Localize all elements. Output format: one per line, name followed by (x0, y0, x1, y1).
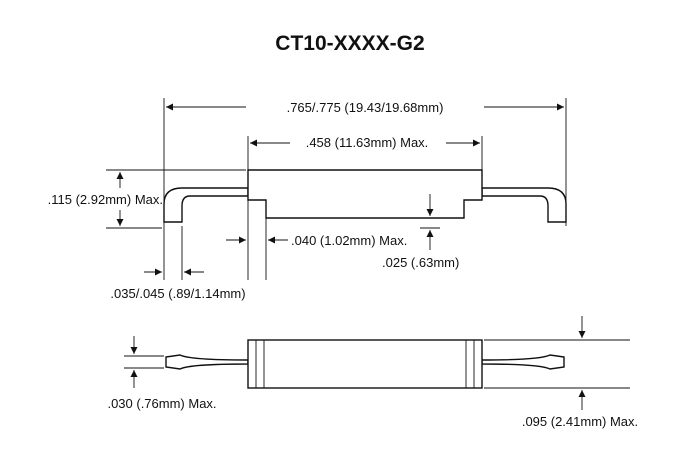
foot-length-dimension: .035/.045 (.89/1.14mm) (110, 226, 246, 301)
overall-length-dimension: .765/.775 (19.43/19.68mm) (163, 98, 567, 226)
component-body (247, 169, 483, 219)
body-width-label: .095 (2.41mm) Max. (522, 414, 638, 429)
top-left-lead (165, 354, 249, 370)
standoff-dimension: .040 (1.02mm) Max. .025 (.63mm) (226, 194, 459, 280)
standoff-label: .040 (1.02mm) Max. (291, 233, 407, 248)
lead-width-dimension: .030 (.76mm) Max. (107, 336, 217, 411)
height-label: .115 (2.92mm) Max. (48, 192, 163, 207)
height-dimension: .115 (2.92mm) Max. (48, 169, 246, 229)
body-length-label: .458 (11.63mm) Max. (306, 135, 429, 150)
side-view (163, 169, 567, 223)
top-right-lead (481, 354, 565, 370)
right-lead (481, 187, 567, 223)
body-width-dimension: .095 (2.41mm) Max. (484, 316, 638, 429)
lead-width-label: .030 (.76mm) Max. (107, 396, 216, 411)
foot-length-label: .035/.045 (.89/1.14mm) (110, 286, 245, 301)
top-view (165, 339, 565, 389)
drawing-title: CT10-XXXX-G2 (275, 32, 425, 55)
left-lead (163, 187, 249, 223)
body-length-dimension: .458 (11.63mm) Max. (247, 135, 483, 280)
overall-length-label: .765/.775 (19.43/19.68mm) (287, 100, 444, 115)
body-step-label: .025 (.63mm) (382, 255, 459, 270)
top-component-body (247, 339, 483, 389)
